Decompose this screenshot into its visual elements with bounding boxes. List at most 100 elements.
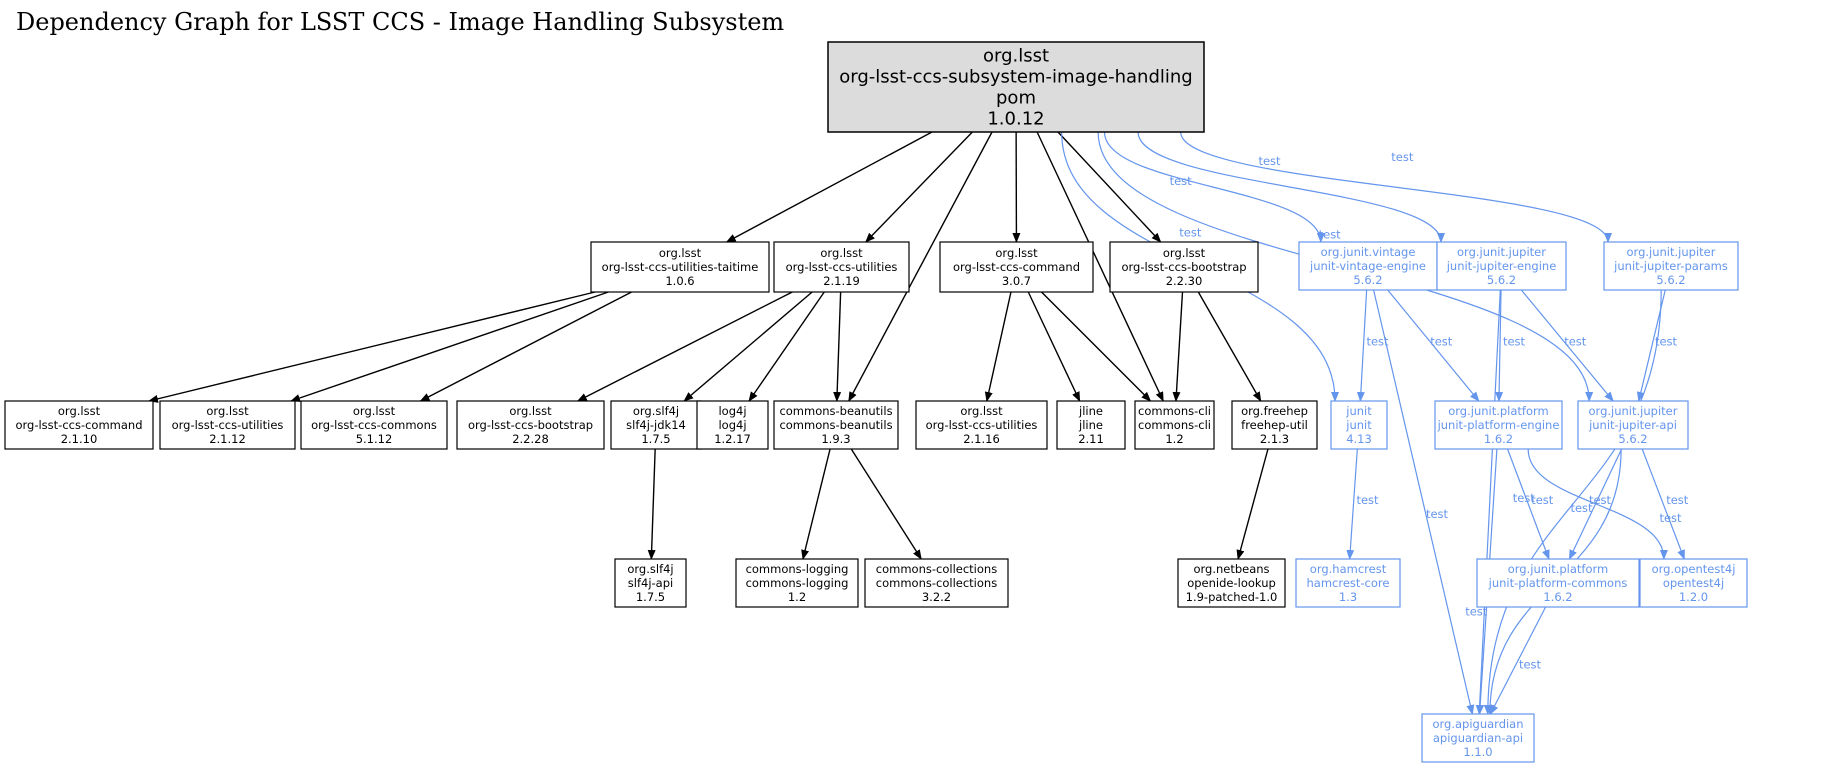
node-label-line: commons-beanutils	[779, 404, 892, 418]
edge-root-bootstrap2230	[1057, 131, 1162, 243]
node-label-line: 1.3	[1339, 590, 1357, 604]
edge-line	[1520, 289, 1614, 402]
node-label-line: 3.0.7	[1002, 274, 1031, 288]
node-label-line: 1.9.3	[821, 432, 850, 446]
node-box	[1421, 713, 1535, 763]
node-platengine[interactable]: org.junit.platformjunit-platform-engine1…	[1434, 400, 1563, 450]
edge-jupparams-jupapi: test	[1636, 289, 1678, 402]
edge-line	[1495, 289, 1504, 402]
edge-line	[1027, 291, 1081, 402]
node-taitime[interactable]: org.lsstorg-lsst-ccs-utilities-taitime1.…	[590, 241, 770, 293]
node-label-line: org.lsst	[206, 404, 249, 418]
node-label-line: org.lsst	[960, 404, 1003, 418]
edge-label: test	[1170, 174, 1193, 188]
edge-label: test	[1513, 491, 1536, 505]
node-jupparams[interactable]: org.junit.jupiterjunit-jupiter-params5.6…	[1603, 241, 1739, 291]
edge-line	[1475, 289, 1501, 715]
node-vintage[interactable]: org.junit.vintagejunit-vintage-engine5.6…	[1298, 241, 1438, 291]
node-box	[456, 400, 605, 450]
node-label-line: 1.6.2	[1484, 432, 1513, 446]
edge-line	[1236, 448, 1269, 560]
node-label-line: log4j	[718, 418, 746, 432]
node-label-line: pom	[996, 88, 1036, 109]
edge-line	[748, 291, 825, 402]
node-box	[4, 400, 154, 450]
edge-line	[290, 291, 609, 402]
node-box	[1434, 400, 1563, 450]
node-label-line: 1.6.2	[1543, 590, 1572, 604]
edge-taitime-commons5112	[419, 291, 632, 402]
edge-slf4jjdk14-slf4japi	[647, 448, 656, 560]
edge-line	[1489, 606, 1547, 715]
edge-label: test	[1666, 493, 1689, 507]
edge-label: test	[1531, 493, 1554, 507]
node-label-line: 1.1.0	[1463, 745, 1492, 759]
node-root[interactable]: org.lsstorg-lsst-ccs-subsystem-image-han…	[827, 41, 1205, 133]
edge-line	[1036, 131, 1164, 402]
node-jupengine[interactable]: org.junit.jupiterjunit-jupiter-engine5.6…	[1436, 241, 1567, 291]
node-label-line: org.lsst	[58, 404, 101, 418]
edge-label: test	[1564, 335, 1587, 349]
edge-line	[1373, 289, 1475, 715]
node-openide[interactable]: org.netbeansopenide-lookup1.9-patched-1.…	[1177, 558, 1286, 608]
node-collections[interactable]: commons-collectionscommons-collections3.…	[864, 558, 1009, 608]
edge-label: test	[1589, 493, 1612, 507]
node-label-line: commons-logging	[746, 576, 849, 590]
edge-platengine-platcommons: test	[1506, 448, 1554, 560]
edge-line	[419, 291, 632, 402]
node-label-line: org.lsst	[995, 246, 1038, 260]
node-label-line: junit-jupiter-params	[1613, 259, 1728, 273]
edge-line	[1197, 291, 1262, 402]
node-label-line: org-lsst-ccs-utilities	[172, 418, 284, 432]
node-label-line: 1.7.5	[641, 432, 670, 446]
node-label-line: org.freehep	[1241, 404, 1308, 418]
edge-label: test	[1503, 335, 1526, 349]
edge-line	[576, 291, 793, 402]
node-box	[735, 558, 859, 608]
edge-line	[1172, 291, 1184, 402]
edge-label: test	[1655, 335, 1678, 349]
node-label-line: org.hamcrest	[1310, 562, 1387, 576]
node-label-line: org.junit.vintage	[1321, 245, 1416, 259]
node-label-line: org.junit.jupiter	[1589, 404, 1678, 418]
edge-junit-hamcrest: test	[1346, 448, 1379, 560]
edge-line	[833, 291, 842, 402]
node-box	[1231, 400, 1318, 450]
node-label-line: junit-jupiter-api	[1588, 418, 1677, 432]
node-box	[696, 400, 769, 450]
node-box	[159, 400, 296, 450]
node-label-line: 1.0.6	[665, 274, 694, 288]
edge-root-vintage: test	[1103, 131, 1325, 243]
edge-label: test	[1426, 507, 1449, 521]
edge-utilities2119-beanutils	[833, 291, 842, 402]
node-label-line: 1.7.5	[636, 590, 665, 604]
node-label-line: freehep-util	[1241, 418, 1308, 432]
node-platcommons[interactable]: org.junit.platformjunit-platform-commons…	[1476, 558, 1640, 608]
node-label-line: 1.9-patched-1.0	[1186, 590, 1278, 604]
node-label-line: org.junit.platform	[1448, 404, 1549, 418]
node-label-line: 5.1.12	[356, 432, 393, 446]
edge-jupengine-jupapi: test	[1520, 289, 1614, 402]
edge-freehep-openide	[1236, 448, 1269, 560]
